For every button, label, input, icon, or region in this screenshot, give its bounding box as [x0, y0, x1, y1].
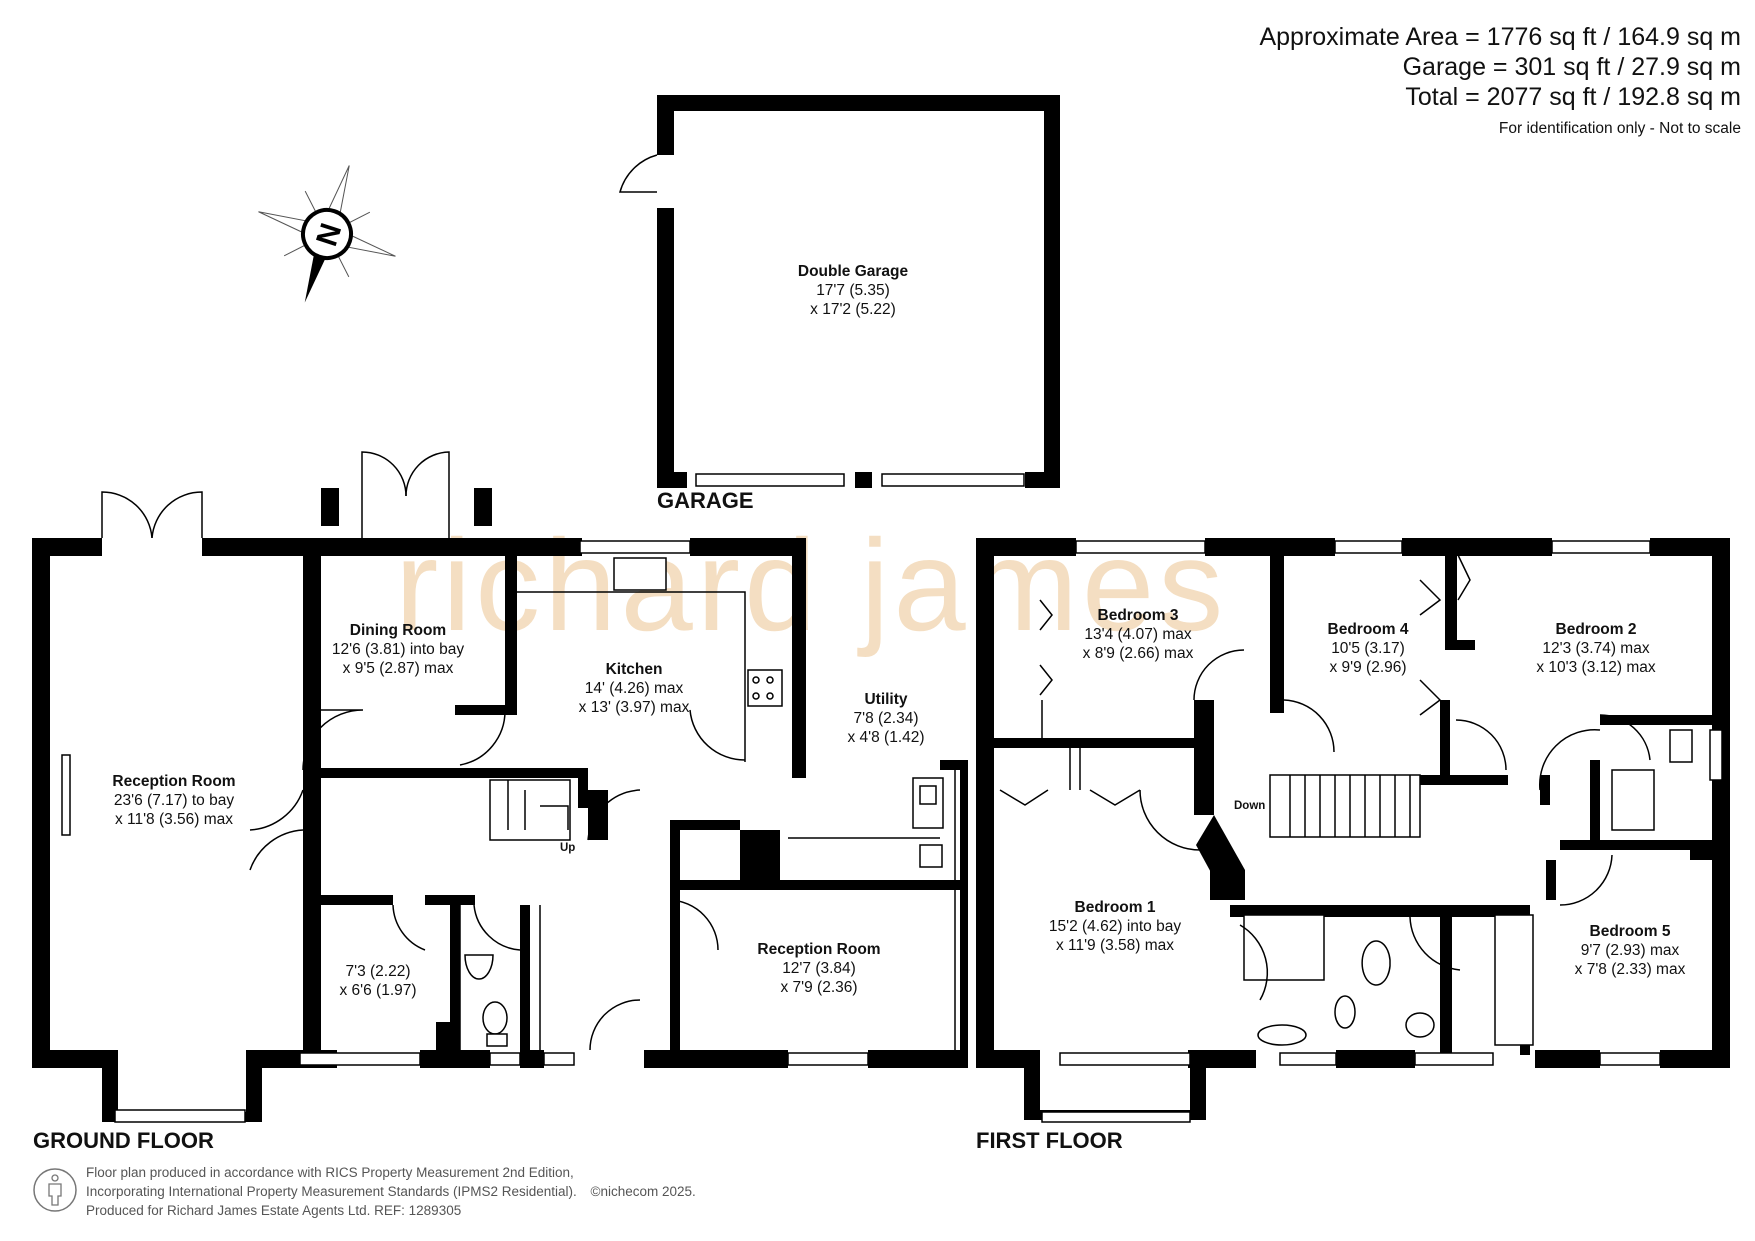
- room-reception-2: Reception Room 12'7 (3.84) x 7'9 (2.36): [757, 940, 880, 997]
- room-dimension: 7'8 (2.34): [853, 710, 919, 727]
- room-dimension: 14' (4.26) max: [584, 680, 684, 697]
- stairs-up-label: Up: [560, 842, 576, 854]
- room-name: Kitchen: [605, 661, 663, 678]
- room-name: Bedroom 3: [1097, 607, 1179, 624]
- room-dimension: 7'3 (2.22): [345, 963, 411, 980]
- room-dimension: 12'3 (3.74) max: [1542, 640, 1650, 657]
- garage-floor-label: GARAGE: [657, 488, 754, 513]
- person-scale-icon: [33, 1168, 77, 1212]
- room-dimension: x 17'2 (5.22): [810, 301, 896, 318]
- total-area: Total = 2077 sq ft / 192.8 sq m: [1405, 83, 1741, 111]
- footer-line-1: Floor plan produced in accordance with R…: [86, 1165, 574, 1180]
- room-utility: Utility 7'8 (2.34) x 4'8 (1.42): [847, 690, 924, 747]
- room-dimension: x 4'8 (1.42): [847, 729, 925, 746]
- room-name: Dining Room: [349, 622, 447, 639]
- room-bedroom-2: Bedroom 2 12'3 (3.74) max x 10'3 (3.12) …: [1536, 620, 1655, 677]
- approximate-area: Approximate Area = 1776 sq ft / 164.9 sq…: [1259, 23, 1741, 51]
- room-name: Bedroom 1: [1074, 899, 1156, 916]
- room-double-garage: Double Garage 17'7 (5.35) x 17'2 (5.22): [798, 262, 908, 319]
- room-dimension: 12'6 (3.81) into bay: [331, 641, 465, 658]
- first-floor-thin-lines: [999, 540, 1723, 1123]
- room-dimension: 10'5 (3.17): [1331, 640, 1405, 657]
- room-dimension: x 13' (3.97) max: [578, 699, 690, 716]
- compass-rose-icon: [258, 165, 396, 303]
- room-dimension: x 9'5 (2.87) max: [342, 660, 454, 677]
- room-dimension: 13'4 (4.07) max: [1084, 626, 1192, 643]
- area-summary: Approximate Area = 1776 sq ft / 164.9 sq…: [1259, 22, 1741, 138]
- room-dimension: 12'7 (3.84): [782, 960, 856, 977]
- footer-copyright: ©nichecom 2025.: [590, 1184, 696, 1199]
- room-dimension: x 11'9 (3.58) max: [1055, 937, 1175, 954]
- garage-area: Garage = 301 sq ft / 27.9 sq m: [1402, 53, 1741, 81]
- stairs-down-label: Down: [1234, 800, 1266, 812]
- footer-line-2: Incorporating International Property Mea…: [86, 1184, 577, 1199]
- first-floor-label: FIRST FLOOR: [976, 1128, 1123, 1153]
- room-dining: Dining Room 12'6 (3.81) into bay x 9'5 (…: [332, 621, 464, 678]
- room-dimension: x 6'6 (1.97): [339, 982, 417, 999]
- room-dimension: x 10'3 (3.12) max: [1536, 659, 1656, 676]
- room-dimension: x 7'9 (2.36): [780, 979, 858, 996]
- room-name: Reception Room: [112, 773, 236, 790]
- room-name: Double Garage: [797, 263, 909, 280]
- room-dimension: 15'2 (4.62) into bay: [1048, 918, 1182, 935]
- room-name: Bedroom 4: [1327, 621, 1409, 638]
- room-bedroom-1: Bedroom 1 15'2 (4.62) into bay x 11'9 (3…: [1049, 898, 1181, 955]
- room-name: Bedroom 5: [1589, 923, 1671, 940]
- room-dimension: x 9'9 (2.96): [1329, 659, 1407, 676]
- footer-line-3: Produced for Richard James Estate Agents…: [86, 1203, 462, 1218]
- scale-note: For identification only - Not to scale: [1498, 120, 1741, 137]
- garage-walls: [657, 95, 1060, 488]
- ground-floor-label: GROUND FLOOR: [33, 1128, 214, 1153]
- room-bedroom-5: Bedroom 5 9'7 (2.93) max x 7'8 (2.33) ma…: [1575, 922, 1686, 979]
- room-study: 7'3 (2.22) x 6'6 (1.97): [339, 962, 416, 1000]
- room-name: Utility: [864, 691, 908, 708]
- room-dimension: 23'6 (7.17) to bay: [113, 792, 235, 809]
- footer-line-2-row: Incorporating International Property Mea…: [86, 1182, 696, 1201]
- room-bedroom-4: Bedroom 4 10'5 (3.17) x 9'9 (2.96): [1328, 620, 1409, 677]
- watermark: richard james: [395, 512, 1228, 658]
- room-kitchen: Kitchen 14' (4.26) max x 13' (3.97) max: [579, 660, 690, 717]
- room-dimension: x 8'9 (2.66) max: [1082, 645, 1194, 662]
- garage-doors: [695, 473, 1025, 487]
- room-dimension: 9'7 (2.93) max: [1580, 942, 1680, 959]
- ground-floor-walls: [32, 488, 968, 1122]
- garage-side-door: [619, 154, 658, 193]
- room-name: Reception Room: [757, 941, 881, 958]
- room-name: Bedroom 2: [1555, 621, 1637, 638]
- room-reception-1: Reception Room 23'6 (7.17) to bay x 11'8…: [112, 772, 235, 829]
- room-dimension: x 7'8 (2.33) max: [1574, 961, 1686, 978]
- room-bedroom-3: Bedroom 3 13'4 (4.07) max x 8'9 (2.66) m…: [1083, 606, 1194, 663]
- room-dimension: x 11'8 (3.56) max: [114, 811, 234, 828]
- ground-floor-thin-lines: [61, 540, 956, 1123]
- room-dimension: 17'7 (5.35): [816, 282, 890, 299]
- footer-text: Floor plan produced in accordance with R…: [86, 1163, 696, 1220]
- ground-floor-door-swings: [101, 451, 746, 1051]
